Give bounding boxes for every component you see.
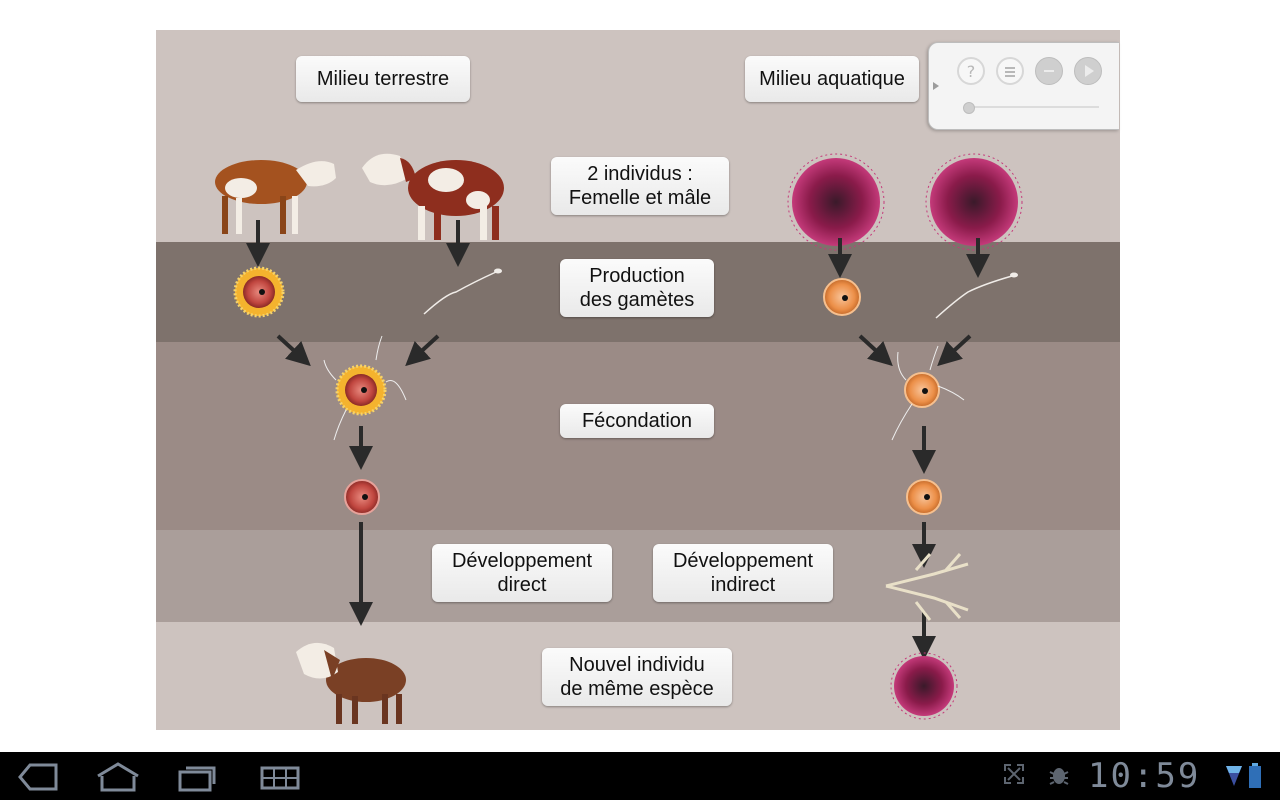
recent-apps-icon[interactable]: [176, 762, 218, 792]
sperm-urchin-image: [935, 272, 1018, 319]
individuals-label: 2 individus : Femelle et mâle: [551, 157, 729, 215]
debug-icon: [1049, 768, 1069, 785]
collapse-icon[interactable]: [932, 81, 940, 91]
system-navigation-bar: 10:59: [0, 752, 1280, 800]
fertilized-egg-cow-image: [323, 335, 407, 441]
signal-icon: [1226, 766, 1242, 786]
sea-urchin-male-image: [925, 153, 1023, 251]
home-icon[interactable]: [96, 762, 140, 792]
play-button[interactable]: [1074, 57, 1102, 85]
aquatic-title-label: Milieu aquatique: [745, 56, 919, 102]
diagram-stage: Milieu terrestre Milieu aquatique 2 indi…: [156, 30, 1120, 730]
calf-image: [296, 642, 406, 724]
zygote-cow-image: [344, 479, 380, 515]
progress-handle[interactable]: [963, 102, 975, 114]
help-button[interactable]: ?: [957, 57, 985, 85]
menu-button[interactable]: [996, 57, 1024, 85]
zygote-urchin-image: [906, 479, 942, 515]
battery-icon: [1249, 763, 1261, 788]
help-icon: ?: [967, 62, 976, 81]
app-grid-icon[interactable]: [260, 762, 300, 792]
fullscreen-icon[interactable]: [1002, 762, 1026, 788]
diagram-art: [215, 153, 1023, 724]
sperm-cow-image: [423, 268, 502, 315]
svg-text:?: ?: [967, 62, 976, 81]
gametes-label: Production des gamètes: [560, 259, 714, 317]
sea-urchin-adult-image: [890, 652, 958, 720]
back-icon: [1044, 70, 1054, 72]
indirect-development-label: Développement indirect: [653, 544, 833, 602]
arrows: [246, 220, 990, 660]
player-controls: ?: [928, 42, 1119, 130]
menu-icon: [1005, 67, 1015, 77]
play-icon: [1085, 65, 1094, 77]
fertilization-label: Fécondation: [560, 404, 714, 438]
oocyte-cow-image: [233, 266, 285, 318]
fertilized-egg-urchin-image: [891, 345, 965, 441]
sea-urchin-female-image: [787, 153, 885, 251]
cow-female-image: [215, 160, 336, 234]
cow-male-image: [362, 153, 504, 240]
direct-development-label: Développement direct: [432, 544, 612, 602]
progress-track[interactable]: [965, 106, 1099, 108]
oocyte-urchin-image: [823, 278, 861, 316]
system-clock: 10:59: [1088, 756, 1201, 796]
new-individual-label: Nouvel individu de même espèce: [542, 648, 732, 706]
terrestrial-title-label: Milieu terrestre: [296, 56, 470, 102]
back-button[interactable]: [1035, 57, 1063, 85]
back-icon[interactable]: [16, 762, 58, 792]
pluteus-larva-image: [885, 553, 969, 621]
